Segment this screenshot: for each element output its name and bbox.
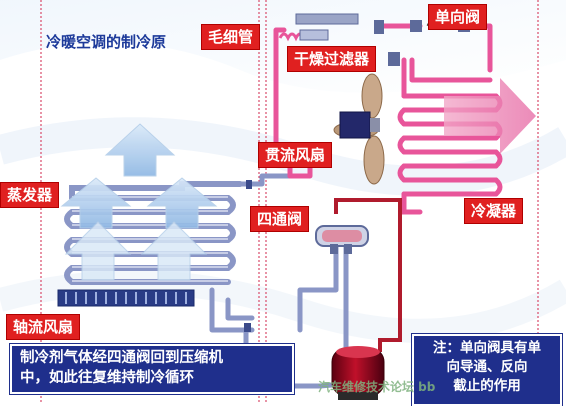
label-evaporator: 蒸发器: [0, 182, 60, 208]
axial-fan-grille: [57, 289, 195, 307]
cycle-caption: 制冷剂气体经四通阀回到压缩机 中，如此往复维持制冷循环: [10, 344, 294, 394]
label-crossflow-fan: 贯流风扇: [258, 142, 333, 168]
discharge-pipe: [378, 250, 402, 352]
diagram-title: 冷暖空调的制冷原: [46, 33, 167, 51]
four-way-valve: [315, 198, 402, 254]
label-condenser: 冷凝器: [464, 198, 524, 224]
crossflow-fan: [333, 73, 385, 185]
compressor: [331, 346, 385, 400]
check-valve-note: 注：单向阀具有单 向导通、反向 截止的作用: [412, 334, 562, 406]
note-line2: 向导通、反向: [446, 359, 528, 375]
note-line3: 截止的作用: [453, 378, 521, 394]
note-line1: 注：单向阀具有单: [433, 340, 541, 356]
cycle-caption-line1: 制冷剂气体经四通阀回到压缩机: [20, 350, 223, 366]
hot-air-arrow: [444, 78, 536, 154]
label-check-valve: 单向阀: [428, 4, 488, 30]
label-dryer-filter: 干燥过滤器: [287, 46, 377, 72]
label-capillary: 毛细管: [201, 24, 261, 50]
capillary-tube: [278, 13, 384, 42]
cold-air-arrows: [60, 123, 218, 281]
watermark: 汽车维修技术论坛 bb: [318, 380, 436, 394]
cycle-caption-line2: 中，如此往复维持制冷循环: [20, 370, 194, 386]
label-four-way-valve: 四通阀: [250, 206, 310, 232]
label-axial-fan: 轴流风扇: [6, 314, 81, 340]
pipe-fittings: [244, 180, 252, 332]
